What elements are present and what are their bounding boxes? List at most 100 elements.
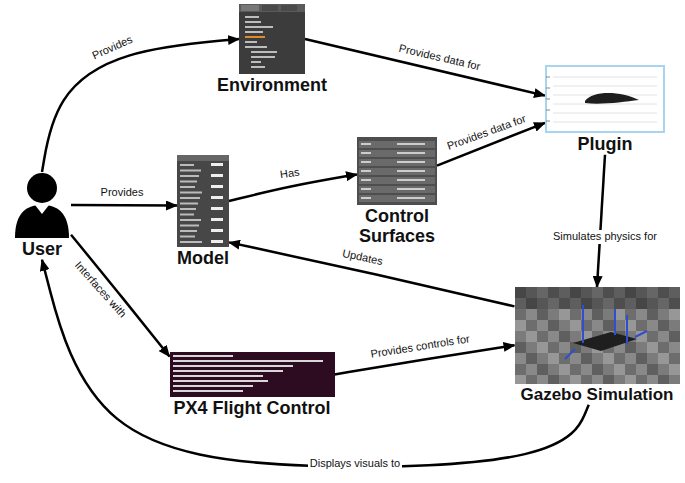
illustration-part [570,375,581,384]
illustration-part [581,375,592,384]
illustration-part [180,175,199,177]
illustration-part [537,342,548,353]
illustration-part [669,320,680,331]
illustration-part [211,240,223,243]
illustration-part [180,214,194,216]
list-screenshot [357,137,437,205]
illustration-part [614,353,625,364]
illustration-part [625,364,636,375]
illustration-part [669,342,680,353]
illustration-part [546,88,550,89]
illustration-part [625,375,636,384]
illustration-part [565,349,575,359]
illustration-part [570,353,581,364]
illustration-part [515,331,526,342]
illustration-part [553,113,657,114]
illustration-part [553,122,657,123]
illustration-part [658,309,669,320]
illustration-part [251,61,261,63]
illustration-part [625,298,636,309]
illustration-part [603,320,614,331]
component-node: User [13,172,71,260]
node-illustration [357,137,437,205]
illustration-part [636,364,647,375]
component-node: Gazebo Simulation [515,287,680,405]
illustration-part [173,355,233,357]
illustration-part [361,197,371,199]
illustration-part [245,36,265,38]
illustration-part [548,342,559,353]
illustration-part [397,161,425,163]
connector-arrow [42,39,239,172]
illustration-part [180,203,198,205]
illustration-part [526,309,537,320]
illustration-part [361,143,371,145]
illustration-part [581,364,592,375]
illustration-part [647,353,658,364]
connector-label: Provides controls for [367,332,472,361]
node-label: Gazebo Simulation [520,386,673,405]
illustration-part [211,229,223,232]
illustration-part [592,375,603,384]
illustration-part [603,375,614,384]
illustration-part [553,104,657,105]
connector-arrow [71,204,177,207]
illustration-part [559,298,570,309]
illustration-part [241,5,259,11]
node-label: Control Surfaces [350,207,445,247]
illustration-part [647,320,658,331]
illustration-part [553,86,657,87]
node-label: Environment [217,76,327,96]
connector-label: Has [277,166,302,182]
illustration-part [537,298,548,309]
illustration-part [361,152,371,154]
illustration-part [526,364,537,375]
illustration-part [361,179,371,181]
node-label: Model [177,249,229,269]
illustration-part [548,320,559,331]
illustration-part [546,99,550,100]
illustration-part [603,287,614,298]
panel-screenshot [177,155,229,247]
illustration-part [526,342,537,353]
connector-label: Interfaces with [70,258,130,323]
illustration-part [173,370,283,372]
illustration-part [180,208,196,210]
illustration-part [180,186,195,188]
illustration-part [359,150,435,157]
illustration-part [397,143,425,145]
airfoil [585,93,639,104]
illustration-part [559,364,570,375]
illustration-part [397,179,425,181]
node-label: Plugin [578,135,633,155]
illustration-part [559,309,570,320]
illustration-part [359,159,435,166]
illustration-part [625,353,636,364]
illustration-part [537,331,548,342]
illustration-part [647,309,658,320]
illustration-part [603,364,614,375]
illustration-part [614,298,625,309]
node-illustration [177,155,229,247]
illustration-part [211,196,223,199]
illustration-part [359,141,435,148]
connector-arrow [597,155,605,287]
node-illustration [13,172,71,238]
illustration-part [570,309,581,320]
illustration-part [658,364,669,375]
illustration-part [614,287,625,298]
terminal-screenshot [170,352,335,397]
illustration-part [180,170,201,172]
illustration-part [647,331,658,342]
illustration-part [546,77,550,78]
node-illustration [239,4,305,74]
illustration-part [397,188,425,190]
illustration-part [537,364,548,375]
illustration-part [592,298,603,309]
illustration-part [636,375,647,384]
illustration-part [537,287,548,298]
illustration-part [180,197,200,199]
illustration-part [515,298,526,309]
connector-label: Updates [339,247,386,269]
illustration-part [245,21,261,23]
